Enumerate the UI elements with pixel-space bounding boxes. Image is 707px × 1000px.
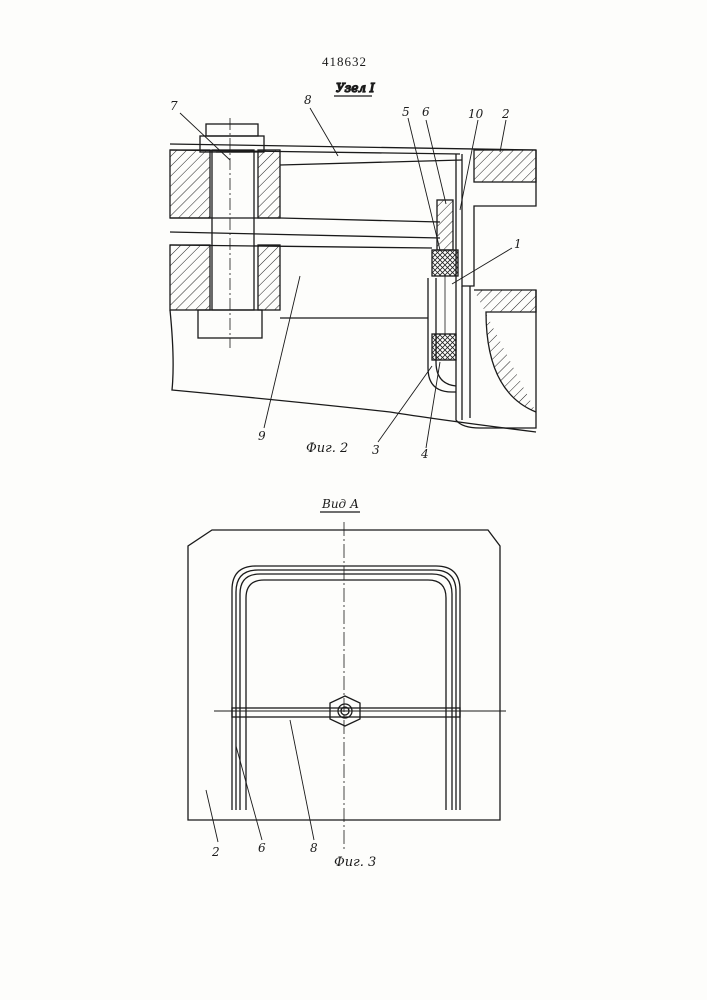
label-2: 2 xyxy=(501,107,510,121)
label-3: 3 xyxy=(372,443,380,457)
view-title: Вид А xyxy=(321,497,359,511)
figure-3: Вид А 2 6 8 xyxy=(188,497,506,870)
label-6: 6 xyxy=(422,105,430,119)
seal-block-6 xyxy=(437,200,453,250)
label-2-fig3: 2 xyxy=(211,845,220,859)
housing-2-top xyxy=(474,150,536,182)
node-title: Узел I xyxy=(336,81,375,95)
caption-fig2: Фиг. 2 xyxy=(306,441,348,456)
label-4: 4 xyxy=(420,447,429,461)
bolt-head xyxy=(206,124,258,136)
label-7: 7 xyxy=(170,99,178,113)
housing-upper-right xyxy=(258,150,280,218)
label-8: 8 xyxy=(304,93,312,107)
label-1: 1 xyxy=(514,237,522,251)
figure-2: Узел I xyxy=(170,81,536,461)
housing-lower-left xyxy=(170,245,210,310)
bolt-shank xyxy=(212,150,254,310)
label-9: 9 xyxy=(258,429,266,443)
label-5: 5 xyxy=(402,105,410,119)
label-8-fig3: 8 xyxy=(310,841,318,855)
label-10: 10 xyxy=(468,107,484,121)
caption-fig3: Фиг. 3 xyxy=(334,855,376,870)
seal-ring-5 xyxy=(432,250,458,276)
housing-upper-left xyxy=(170,150,210,218)
label-6-fig3: 6 xyxy=(258,841,266,855)
housing-lower-right xyxy=(258,245,280,310)
